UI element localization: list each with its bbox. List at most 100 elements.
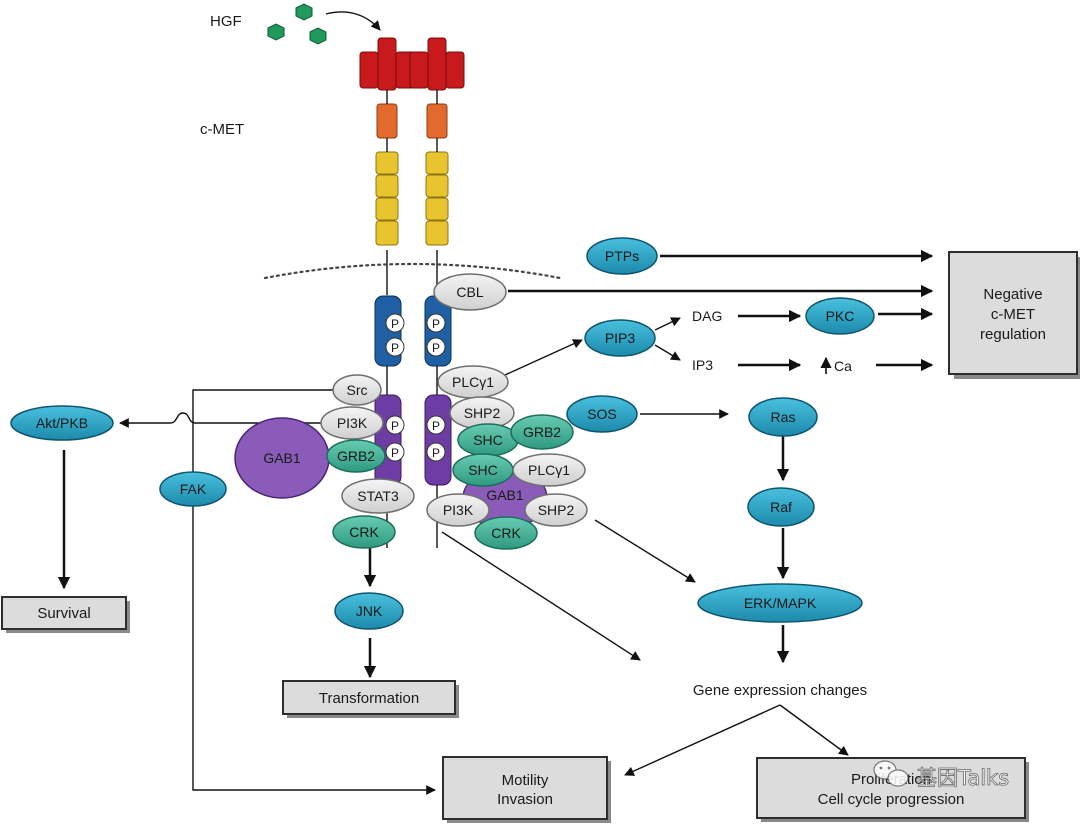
svg-text:PTPs: PTPs <box>605 248 639 264</box>
node-pip3: PIP3 <box>584 319 656 357</box>
node-shc-top: SHC <box>457 423 519 457</box>
calcium-increase: Ca <box>820 356 852 374</box>
node-shp2-right: SHP2 <box>524 493 588 527</box>
node-shc-mid: SHC <box>452 453 514 487</box>
gene-expression-label: Gene expression changes <box>693 682 867 699</box>
hgf-binding-arrow <box>325 11 381 31</box>
svg-text:Invasion: Invasion <box>497 791 553 808</box>
node-crk-left: CRK <box>332 515 396 549</box>
watermark: 基因Talks <box>873 760 1010 790</box>
svg-text:Akt/PKB: Akt/PKB <box>36 415 88 431</box>
svg-text:Ras: Ras <box>771 409 796 425</box>
hgf-label: HGF <box>210 13 242 30</box>
hgf-ligand: HGF <box>210 3 381 45</box>
box-negative-regulation: Negative c-MET regulation <box>948 251 1080 379</box>
svg-text:SHC: SHC <box>468 462 498 478</box>
node-grb2-left: GRB2 <box>326 439 386 473</box>
phospho-site: P <box>385 415 405 435</box>
svg-text:CBL: CBL <box>456 284 483 300</box>
svg-text:GAB1: GAB1 <box>263 450 301 466</box>
c-met-receptor-left <box>359 37 415 548</box>
svg-text:P: P <box>432 419 440 433</box>
svg-text:CRK: CRK <box>491 525 521 541</box>
svg-text:PLCγ1: PLCγ1 <box>528 462 570 478</box>
box-survival: Survival <box>1 596 130 633</box>
node-akt-pkb: Akt/PKB <box>10 405 114 441</box>
svg-text:P: P <box>391 341 399 355</box>
svg-text:P: P <box>432 446 440 460</box>
svg-text:Src: Src <box>347 382 368 398</box>
phospho-site: P <box>426 337 446 357</box>
svg-text:GRB2: GRB2 <box>523 424 561 440</box>
svg-text:P: P <box>391 317 399 331</box>
node-plcg-top: PLCγ1 <box>437 365 509 399</box>
svg-text:P: P <box>432 341 440 355</box>
svg-text:SHP2: SHP2 <box>538 502 575 518</box>
box-motility-invasion: Motility Invasion <box>442 756 611 823</box>
svg-text:P: P <box>391 446 399 460</box>
node-src: Src <box>332 374 382 406</box>
svg-text:c-MET: c-MET <box>991 306 1035 323</box>
dag-label: DAG <box>692 308 722 324</box>
svg-text:PKC: PKC <box>826 308 855 324</box>
phospho-site: P <box>426 442 446 462</box>
node-raf: Raf <box>747 487 815 527</box>
pathway-arrows <box>57 249 934 795</box>
svg-text:P: P <box>432 317 440 331</box>
node-jnk: JNK <box>334 592 404 630</box>
svg-text:SHP2: SHP2 <box>464 405 501 421</box>
svg-text:PI3K: PI3K <box>337 415 368 431</box>
svg-text:GRB2: GRB2 <box>337 448 375 464</box>
node-sos: SOS <box>566 395 638 433</box>
phospho-site: P <box>426 313 446 333</box>
svg-text:PI3K: PI3K <box>443 502 474 518</box>
hgf-hexagon-1 <box>267 23 285 41</box>
box-transformation: Transformation <box>282 680 459 718</box>
svg-text:ERK/MAPK: ERK/MAPK <box>744 595 817 611</box>
calcium-label: Ca <box>834 358 852 374</box>
phospho-sites: P P P P P P P P <box>385 313 446 462</box>
svg-text:SHC: SHC <box>473 432 503 448</box>
svg-text:P: P <box>391 419 399 433</box>
phospho-site: P <box>385 442 405 462</box>
c-met-label: c-MET <box>200 121 244 138</box>
svg-text:Motility: Motility <box>502 772 549 789</box>
svg-text:Transformation: Transformation <box>319 690 419 707</box>
phospho-site: P <box>426 415 446 435</box>
svg-text:FAK: FAK <box>180 481 207 497</box>
svg-text:Negative: Negative <box>983 286 1042 303</box>
svg-text:regulation: regulation <box>980 326 1046 343</box>
node-pkc: PKC <box>805 297 875 335</box>
svg-text:Raf: Raf <box>770 499 792 515</box>
svg-text:PIP3: PIP3 <box>605 330 636 346</box>
hgf-hexagon-3 <box>309 27 327 45</box>
node-pi3k-right: PI3K <box>426 493 490 527</box>
node-plcg-mid: PLCγ1 <box>512 453 586 487</box>
svg-text:Survival: Survival <box>37 605 90 622</box>
node-ptps: PTPs <box>586 237 658 275</box>
svg-text:Cell cycle progression: Cell cycle progression <box>818 791 965 808</box>
cell-membrane <box>263 262 562 280</box>
node-erk-mapk: ERK/MAPK <box>697 583 863 623</box>
node-crk-right: CRK <box>474 516 538 550</box>
svg-text:GAB1: GAB1 <box>486 487 524 503</box>
svg-text:STAT3: STAT3 <box>357 488 399 504</box>
node-cbl: CBL <box>433 273 507 311</box>
svg-text:PLCγ1: PLCγ1 <box>452 374 494 390</box>
phospho-site: P <box>385 337 405 357</box>
c-met-receptor-right <box>409 37 465 548</box>
node-pi3k-left: PI3K <box>320 406 384 440</box>
svg-text:CRK: CRK <box>349 524 379 540</box>
node-stat3: STAT3 <box>341 478 415 514</box>
phospho-site: P <box>385 313 405 333</box>
ip3-label: IP3 <box>692 357 713 373</box>
hgf-hexagon-2 <box>295 3 313 21</box>
wechat-icon <box>873 760 909 787</box>
node-ras: Ras <box>748 397 818 437</box>
node-grb2-right: GRB2 <box>510 414 574 450</box>
node-fak: FAK <box>159 471 227 507</box>
svg-text:JNK: JNK <box>356 603 383 619</box>
node-gab1-left: GAB1 <box>234 417 330 499</box>
svg-text:SOS: SOS <box>587 406 617 422</box>
